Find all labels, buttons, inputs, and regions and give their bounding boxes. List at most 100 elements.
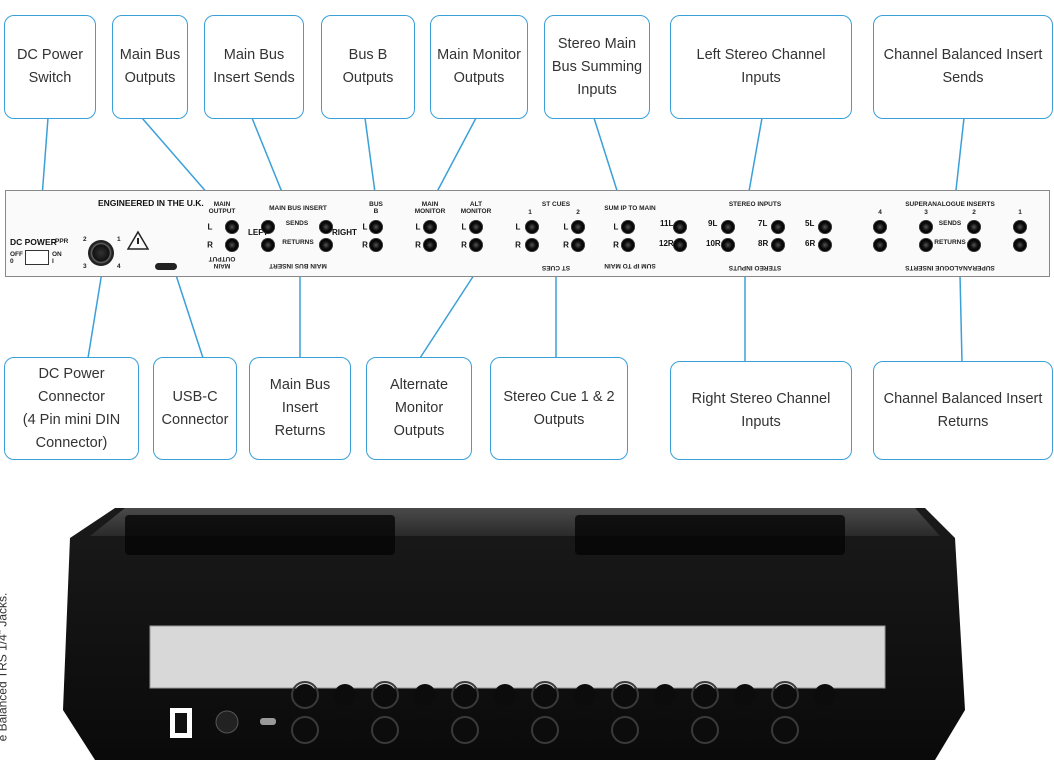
jack: [319, 220, 333, 234]
callout-main-bus-outputs: Main Bus Outputs: [112, 15, 188, 119]
din-pin-3: 3: [83, 263, 87, 270]
callout-stereo-cue-outputs: Stereo Cue 1 & 2 Outputs: [490, 357, 628, 460]
returns-label: RETURNS: [282, 239, 314, 246]
callout-channel-balanced-insert-sends: Channel Balanced Insert Sends: [873, 15, 1053, 119]
stereo-inputs-label: STEREO INPUTS: [728, 201, 782, 208]
main-monitor-label: MAIN MONITOR: [414, 201, 446, 215]
jack: [423, 220, 437, 234]
jack: [673, 220, 687, 234]
stereo-6r: 6R: [805, 239, 816, 248]
left-channel-label: L: [613, 222, 619, 232]
jack: [873, 238, 887, 252]
din-pin-1: 1: [117, 236, 121, 243]
jack: [771, 238, 785, 252]
left-channel-label: L: [515, 222, 521, 232]
jack: [621, 238, 635, 252]
right-channel-label: R: [362, 240, 368, 250]
stereo-7l: 7L: [758, 219, 768, 228]
jack: [919, 238, 933, 252]
callout-main-bus-insert-sends: Main Bus Insert Sends: [204, 15, 304, 119]
bus-b-label: BUS B: [369, 201, 383, 215]
jack: [525, 220, 539, 234]
jack: [673, 238, 687, 252]
callout-dc-power-connector: DC Power Connector (4 Pin mini DIN Conne…: [4, 357, 139, 460]
sum-ip-label-flip: SUM IP TO MAIN: [604, 262, 656, 269]
side-note: e Balanced TRS 1/4" Jacks.: [0, 592, 10, 742]
jack: [721, 238, 735, 252]
din-connector-graphic: [88, 240, 114, 266]
jack: [1013, 220, 1027, 234]
dc-on-label: ON I: [52, 251, 62, 265]
stereo-12r: 12R: [659, 239, 674, 248]
jack: [967, 238, 981, 252]
callout-alternate-monitor-outputs: Alternate Monitor Outputs: [366, 357, 472, 460]
callout-main-bus-insert-returns: Main Bus Insert Returns: [249, 357, 351, 460]
jack: [423, 238, 437, 252]
callout-main-monitor-outputs: Main Monitor Outputs: [430, 15, 528, 119]
jack: [319, 238, 333, 252]
insert-returns-label: RETURNS: [934, 239, 966, 246]
right-channel-label: R: [563, 240, 569, 250]
dc-power-switch-graphic: [25, 250, 49, 265]
alt-monitor-label: ALT MONITOR: [460, 201, 492, 215]
jack: [818, 220, 832, 234]
main-output-label: MAIN OUTPUT: [208, 201, 236, 215]
jack: [469, 238, 483, 252]
jack: [225, 238, 239, 252]
left-channel-label: L: [415, 222, 421, 232]
usb-c-port-graphic: [155, 263, 177, 270]
mixer-rear-photo: [63, 508, 965, 760]
engineered-label: ENGINEERED IN THE U.K.: [98, 198, 204, 208]
jack: [818, 238, 832, 252]
dc-power-label: DC POWER: [10, 237, 57, 247]
callout-usb-c-connector: USB-C Connector: [153, 357, 237, 460]
jack: [225, 220, 239, 234]
callout-left-stereo-channel-inputs: Left Stereo Channel Inputs: [670, 15, 852, 119]
left-channel-label: L: [362, 222, 368, 232]
jack: [873, 220, 887, 234]
stereo-inputs-label-flip: STEREO INPUTS: [728, 264, 782, 271]
callout-bus-b-outputs: Bus B Outputs: [321, 15, 415, 119]
stereo-8r: 8R: [758, 239, 769, 248]
insert-num-4: 4: [878, 209, 882, 216]
callout-dc-power-switch: DC Power Switch: [4, 15, 96, 119]
left-channel-label: L: [461, 222, 467, 232]
callout-channel-balanced-insert-returns: Channel Balanced Insert Returns: [873, 361, 1053, 460]
insert-sends-label: SENDS: [938, 220, 962, 227]
stereo-11l: 11L: [660, 219, 674, 228]
st-cues-label: ST CUES: [541, 201, 571, 208]
jack: [919, 220, 933, 234]
left-channel-label: L: [207, 222, 213, 232]
right-channel-label: R: [515, 240, 521, 250]
stereo-5l: 5L: [805, 219, 815, 228]
right-channel-label: R: [613, 240, 619, 250]
right-channel-label: R: [207, 240, 213, 250]
jack: [571, 220, 585, 234]
main-bus-insert-label-flip: MAIN BUS INSERT: [269, 262, 327, 269]
insert-num-3: 3: [924, 209, 928, 216]
cue-2-num: 2: [576, 209, 580, 216]
superanalogue-label-flip: SUPERANALOGUE INSERTS: [905, 264, 995, 271]
left-label: LEFT: [248, 228, 268, 237]
dc-pwr-small: PPR: [55, 238, 69, 245]
jack: [571, 238, 585, 252]
rear-panel-diagram: [5, 190, 1050, 277]
jack: [771, 220, 785, 234]
superanalogue-label: SUPERANALOGUE INSERTS: [905, 201, 995, 208]
sum-ip-label: SUM IP TO MAIN: [604, 205, 656, 212]
st-cues-label-flip: ST CUES: [541, 264, 571, 271]
jack: [621, 220, 635, 234]
jack: [967, 220, 981, 234]
main-output-label-flip: MAIN OUTPUT: [208, 255, 236, 269]
jack: [1013, 238, 1027, 252]
jack: [369, 238, 383, 252]
insert-num-1: 1: [1018, 209, 1022, 216]
sends-label: SENDS: [285, 220, 309, 227]
jack: [525, 238, 539, 252]
jack: [369, 220, 383, 234]
stereo-9l: 9L: [708, 219, 718, 228]
jack: [261, 238, 275, 252]
callout-stereo-main-bus-summing: Stereo Main Bus Summing Inputs: [544, 15, 650, 119]
callout-right-stereo-channel-inputs: Right Stereo Channel Inputs: [670, 361, 852, 460]
